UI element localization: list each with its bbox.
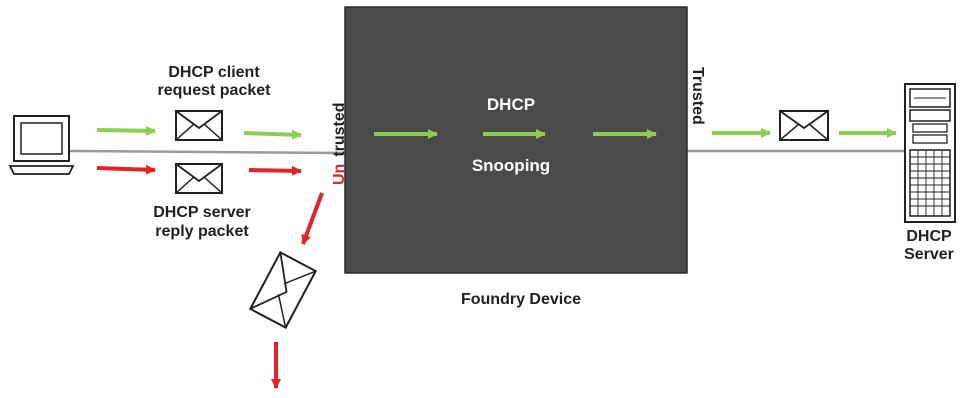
server-reply-label-line1: DHCP server xyxy=(153,204,251,221)
client-link-line xyxy=(67,149,346,155)
trusted-port-label: Trusted xyxy=(689,67,706,125)
server-label-line1: DHCP xyxy=(906,228,952,245)
foundry-device-box xyxy=(344,6,688,274)
untrusted-label-un: Un xyxy=(331,164,348,185)
dhcp-server-icon xyxy=(904,83,956,223)
server-label-line2: Server xyxy=(904,246,954,263)
allowed-flow-arrows xyxy=(96,125,897,140)
reply-envelope-icon xyxy=(175,163,223,194)
client-computer-icon xyxy=(8,115,75,175)
dropped-flow-arrows xyxy=(96,164,324,389)
device-label-dhcp: DHCP xyxy=(487,95,535,114)
untrusted-port-label: Un trusted xyxy=(331,102,348,185)
client-request-label-line2: request packet xyxy=(158,82,272,99)
request-envelope-icon xyxy=(175,110,223,141)
dropped-envelope-icon xyxy=(248,251,318,329)
server-reply-label-line2: reply packet xyxy=(155,223,249,240)
device-label-snooping: Snooping xyxy=(472,156,550,175)
client-request-label-line1: DHCP client xyxy=(168,64,260,81)
red-arrow xyxy=(96,164,156,175)
green-arrow xyxy=(243,129,302,140)
server-side-envelope-icon xyxy=(779,110,829,141)
green-arrow xyxy=(96,125,156,136)
untrusted-label-trusted: trusted xyxy=(331,102,348,156)
red-arrow xyxy=(248,165,302,176)
device-caption: Foundry Device xyxy=(461,291,581,308)
red-arrow xyxy=(301,192,324,245)
